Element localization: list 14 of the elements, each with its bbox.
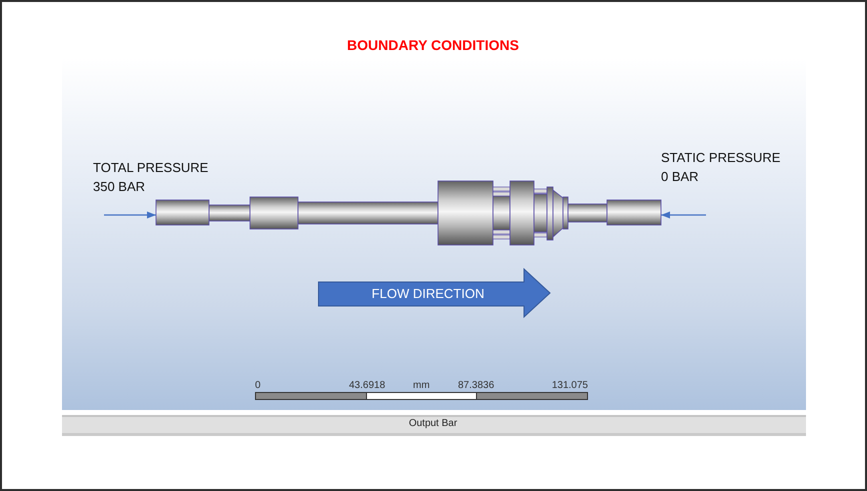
boundary-condition-label: TOTAL PRESSURE 350 BAR xyxy=(93,159,210,196)
scale-label: 131.075 xyxy=(552,380,588,392)
arrow xyxy=(661,212,706,218)
diagram-title: BOUNDARY CONDITIONS xyxy=(347,37,519,53)
end-cylinder xyxy=(606,200,662,226)
arrow-label: FLOW DIRECTION xyxy=(372,285,484,303)
boundary-condition-label: STATIC PRESSURE 0 BAR xyxy=(661,149,782,186)
scale-label: 0 xyxy=(255,380,261,392)
scale-unit-label: mm xyxy=(413,380,430,392)
end-cylinder xyxy=(156,200,210,226)
arrow xyxy=(104,212,156,218)
scale-label: 43.6918 xyxy=(349,380,386,392)
panel-title: Output Bar xyxy=(408,418,458,430)
scale-label: 87.3836 xyxy=(458,380,494,392)
